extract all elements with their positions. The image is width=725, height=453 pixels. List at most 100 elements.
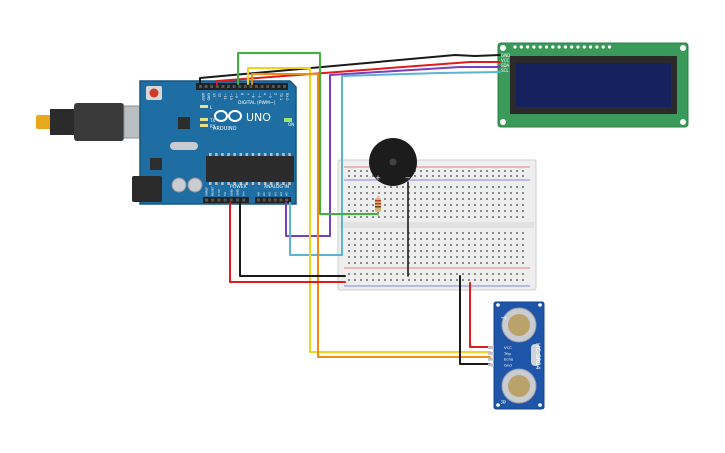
breadboard-hole	[414, 232, 416, 234]
digital-pin[interactable]	[215, 85, 219, 88]
digital-pin[interactable]	[277, 85, 281, 88]
analog-pin[interactable]	[279, 198, 283, 202]
chip-leg	[227, 153, 230, 156]
breadboard-hole	[384, 238, 386, 240]
power-pin[interactable]	[211, 198, 215, 202]
breadboard-hole	[354, 216, 356, 218]
power-pin[interactable]	[229, 198, 233, 202]
resistor-band-2	[375, 203, 381, 205]
digital-pin[interactable]	[221, 85, 225, 88]
breadboard-hole	[510, 232, 512, 234]
breadboard-hole	[450, 250, 452, 252]
chip-leg	[245, 153, 249, 156]
sensor-pin[interactable]	[488, 351, 494, 355]
power-jack	[132, 176, 162, 202]
digital-pin[interactable]	[255, 85, 258, 88]
lcd-pin-hole	[595, 45, 599, 49]
breadboard-hole	[414, 262, 416, 264]
breadboard-hole	[444, 216, 446, 218]
breadboard-hole	[396, 186, 398, 188]
breadboard-hole	[426, 170, 428, 172]
digital-pin[interactable]	[210, 85, 214, 88]
digital-pin[interactable]	[249, 85, 253, 88]
power-pin[interactable]	[242, 198, 246, 202]
sensor-pin[interactable]	[488, 346, 494, 349]
breadboard-hole	[390, 216, 392, 218]
arduino-uno-board[interactable]: ARDUINO UNO DIGITAL (PWM~) L TX RX ON AR…	[132, 80, 297, 205]
analog-pin[interactable]	[268, 198, 272, 202]
breadboard-hole	[516, 170, 518, 172]
breadboard-hole	[468, 250, 470, 252]
breadboard-hole	[384, 279, 386, 281]
reset-button-cap[interactable]	[149, 88, 159, 98]
breadboard-hole	[510, 186, 512, 188]
breadboard-hole	[354, 262, 356, 264]
breadboard-hole	[354, 186, 356, 188]
breadboard-hole	[426, 250, 428, 252]
breadboard-hole	[450, 256, 452, 258]
power-pin[interactable]	[217, 198, 221, 202]
analog-pin[interactable]	[262, 198, 266, 202]
analog-pin[interactable]	[285, 198, 288, 202]
breadboard-hole	[408, 216, 410, 218]
lcd-pin-hole	[563, 45, 568, 49]
breadboard-hole	[408, 204, 410, 206]
digital-pin[interactable]	[283, 85, 286, 88]
breadboard-hole	[510, 250, 512, 252]
digital-pin[interactable]	[199, 85, 202, 88]
breadboard-hole	[462, 273, 464, 275]
breadboard-hole	[402, 198, 404, 200]
breadboard-hole	[432, 186, 434, 188]
digital-pin[interactable]	[260, 85, 264, 88]
breadboard-hole	[444, 262, 446, 264]
breadboard-hole	[504, 262, 506, 264]
breadboard-hole	[348, 262, 350, 264]
breadboard-holes	[348, 170, 524, 281]
analog-pin[interactable]	[273, 198, 277, 202]
breadboard-hole	[420, 192, 422, 194]
breadboard-hole	[348, 170, 350, 172]
breadboard[interactable]	[337, 159, 537, 291]
breadboard-hole	[450, 238, 452, 240]
breadboard-hole	[468, 244, 470, 246]
breadboard-hole	[432, 216, 434, 218]
chip-leg	[221, 182, 224, 185]
chip-leg	[276, 182, 279, 185]
breadboard-hole	[504, 186, 506, 188]
breadboard-hole	[360, 170, 362, 172]
regulator	[150, 158, 162, 170]
digital-pin[interactable]	[232, 85, 236, 88]
piezo-buzzer[interactable]: + −	[369, 138, 417, 186]
digital-pin[interactable]	[227, 85, 230, 88]
power-pin[interactable]	[236, 198, 239, 202]
breadboard-hole	[384, 250, 386, 252]
breadboard-center-gap	[340, 222, 534, 228]
power-pin[interactable]	[205, 198, 208, 202]
breadboard-hole	[480, 210, 482, 212]
sensor-pin[interactable]	[488, 363, 494, 367]
resistor[interactable]	[375, 196, 381, 216]
breadboard-hole	[450, 232, 452, 234]
digital-pin[interactable]	[238, 85, 242, 88]
breadboard-hole	[474, 262, 476, 264]
sensor-pin[interactable]	[488, 357, 494, 361]
digital-pin[interactable]	[271, 85, 275, 88]
analog-pin[interactable]	[257, 198, 260, 202]
digital-pin[interactable]	[266, 85, 270, 88]
breadboard-hole	[354, 238, 356, 240]
breadboard-hole	[438, 256, 440, 258]
breadboard-hole	[366, 279, 368, 281]
breadboard-hole	[384, 216, 386, 218]
breadboard-hole	[414, 216, 416, 218]
breadboard-hole	[462, 238, 464, 240]
digital-pin[interactable]	[204, 85, 208, 88]
power-pin[interactable]	[223, 198, 227, 202]
breadboard-hole	[414, 198, 416, 200]
breadboard-hole	[522, 198, 524, 200]
power-pin-label: RESET	[211, 186, 215, 196]
lcd-top-pin-holes	[513, 45, 612, 49]
digital-pin[interactable]	[243, 85, 247, 88]
breadboard-hole	[522, 204, 524, 206]
